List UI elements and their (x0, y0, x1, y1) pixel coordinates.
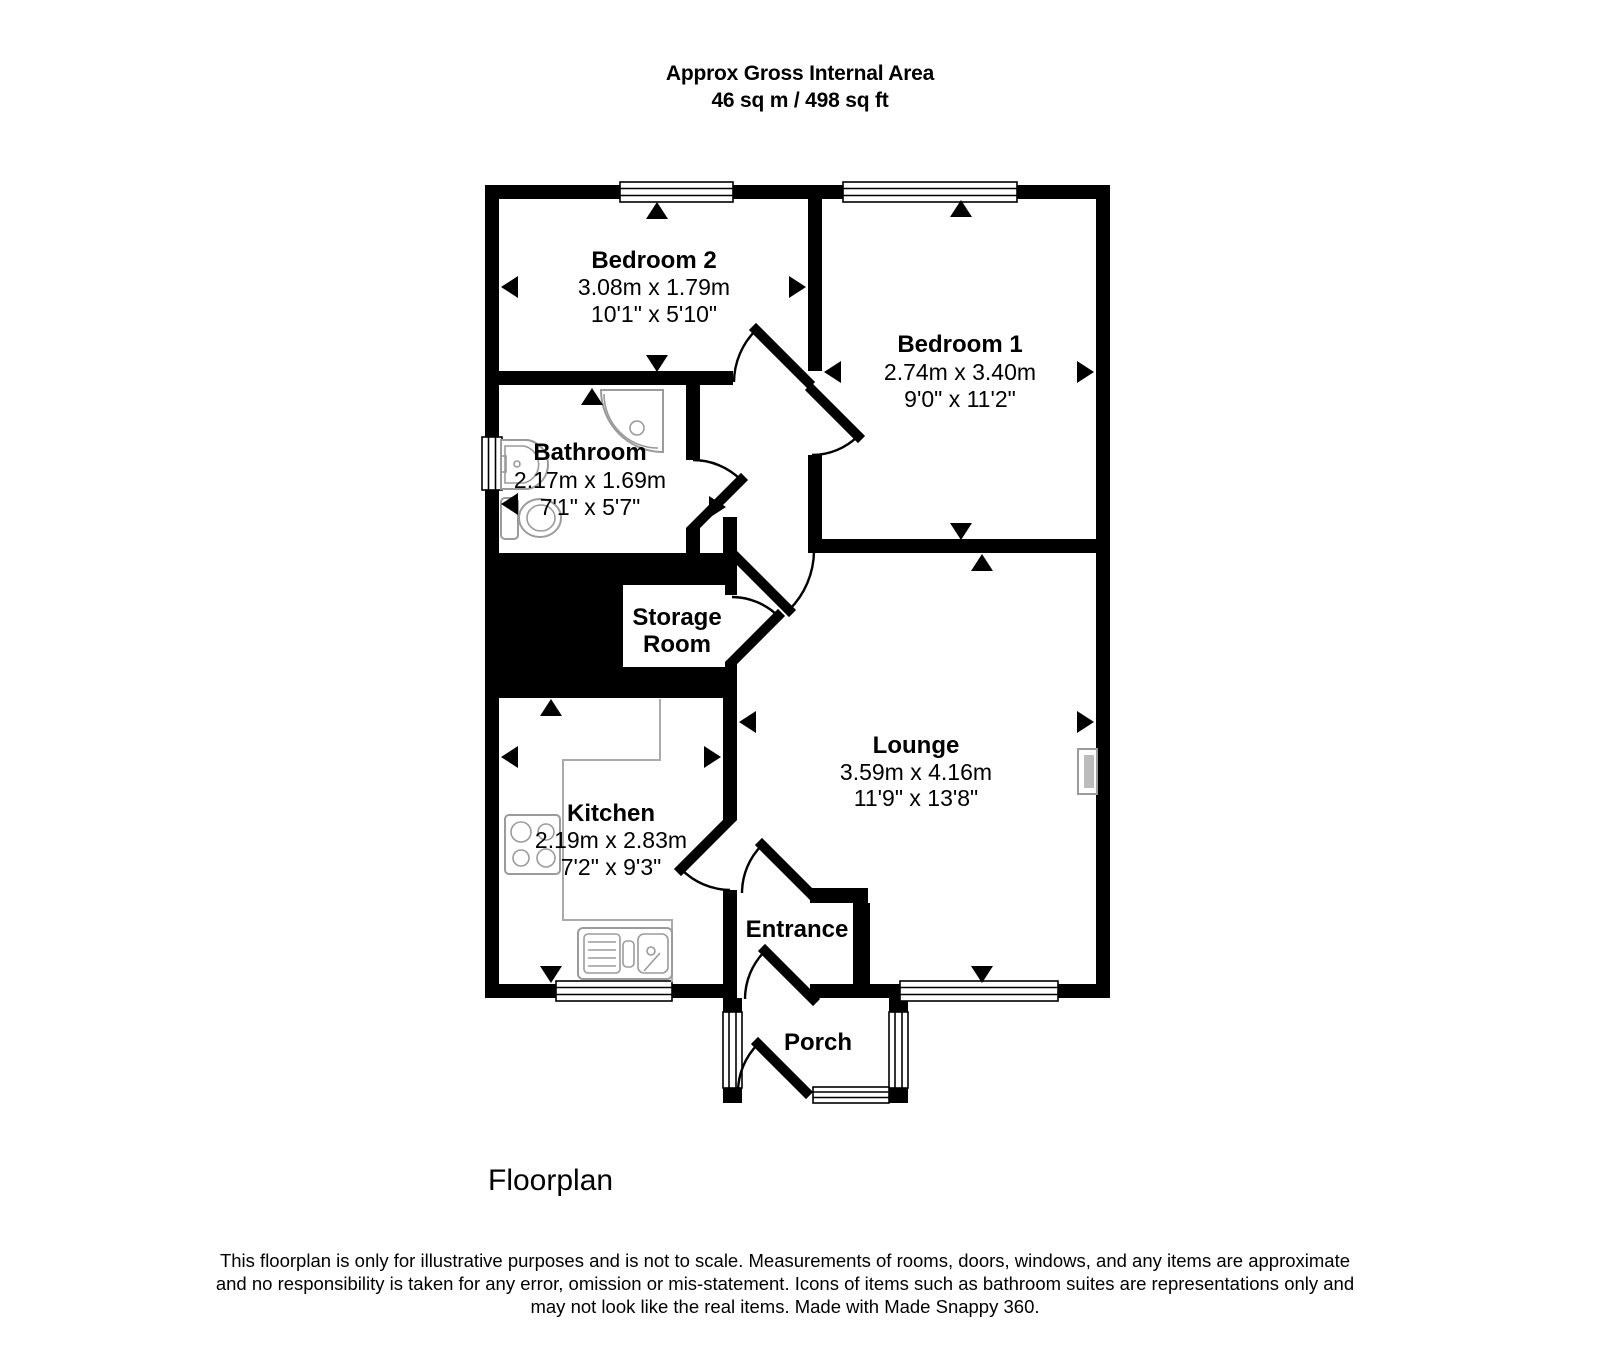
radiator-icon (1077, 748, 1098, 795)
wall-left (485, 185, 499, 998)
arrow-down-icon (582, 554, 604, 571)
room-dim-imperial-kitchen: 7'2" x 9'3" (561, 854, 662, 880)
fixtures (500, 389, 1098, 982)
labels: Approx Gross Internal Area 46 sq m / 498… (216, 62, 1354, 1317)
room-label-kitchen: Kitchen (567, 800, 655, 827)
page-title-line1: Approx Gross Internal Area (666, 62, 935, 85)
room-label-storage-line2: Room (643, 631, 711, 658)
storage-room-floor (623, 585, 725, 667)
wall-right (1096, 185, 1110, 998)
arrow-right-icon (789, 276, 806, 298)
wall-bedroom-divider (808, 199, 822, 371)
windows (481, 181, 1059, 1104)
arrow-left-icon (824, 361, 841, 383)
corner-shower-icon (599, 389, 664, 454)
door-lounge-hall (722, 543, 816, 618)
wall-bathroom-right-lower (686, 528, 700, 555)
storage-door-opening (725, 595, 737, 662)
arrow-right-icon (1077, 711, 1094, 733)
arrow-up-icon (950, 200, 972, 217)
room-label-porch: Porch (784, 1029, 852, 1056)
arrow-right-icon (704, 746, 721, 768)
disclaimer-line1: This floorplan is only for illustrative … (220, 1250, 1350, 1271)
arrow-up-icon (540, 699, 562, 716)
hob-icon (504, 814, 561, 875)
wall-lounge-top (808, 539, 1110, 553)
room-dim-metric-bedroom2: 3.08m x 1.79m (578, 274, 730, 300)
door-porch-entrance (743, 943, 821, 1007)
door-hall-bedroom2 (732, 322, 816, 390)
door-kitchen (673, 812, 738, 892)
wall-bedroom2-bottom (499, 371, 733, 385)
window-bedroom1-icon (842, 181, 1018, 203)
kitchen-sink-icon (577, 927, 673, 980)
arrow-up-icon (581, 388, 603, 405)
arrow-down-icon (950, 523, 972, 540)
arrow-up-icon (646, 202, 668, 219)
room-label-bedroom1: Bedroom 1 (897, 331, 1022, 358)
room-dim-metric-bedroom1: 2.74m x 3.40m (884, 359, 1036, 385)
arrow-left-icon (501, 493, 518, 515)
room-dim-metric-bathroom: 2.17m x 1.69m (514, 467, 666, 493)
room-dim-imperial-bedroom1: 9'0" x 11'2" (904, 386, 1016, 412)
openings (623, 585, 813, 1103)
arrow-up-icon (971, 554, 993, 571)
page-title-line2: 46 sq m / 498 sq ft (711, 89, 888, 112)
wall-bathroom-right-upper (686, 385, 700, 460)
room-dim-metric-lounge: 3.59m x 4.16m (840, 759, 992, 785)
arrow-down-icon (646, 355, 668, 372)
window-lounge-icon (899, 980, 1059, 1002)
wall-kitchen-right (723, 698, 737, 820)
room-label-storage-line1: Storage (632, 604, 721, 631)
room-dim-imperial-bedroom2: 10'1" x 5'10" (591, 301, 717, 327)
room-dim-imperial-lounge: 11'9" x 13'8" (854, 785, 978, 811)
porch-door-opening (742, 1091, 813, 1103)
room-dim-imperial-bathroom: 7'1" x 5'7" (540, 494, 641, 520)
wash-basin-icon (500, 439, 549, 490)
direction-arrows (501, 200, 1094, 983)
room-label-lounge: Lounge (873, 732, 960, 759)
wall-bedroom1-left-lower (808, 455, 822, 553)
door-porch-outer (736, 1036, 814, 1100)
room-label-bathroom: Bathroom (533, 439, 646, 466)
window-porch-bottom-icon (812, 1086, 890, 1104)
arrow-left-icon (739, 711, 756, 733)
floorplan-caption: Floorplan (488, 1164, 613, 1197)
window-bedroom2-icon (619, 181, 734, 203)
arrow-right-icon (709, 496, 726, 518)
disclaimer-line2: and no responsibility is taken for any e… (216, 1273, 1354, 1294)
arrow-down-icon (540, 966, 562, 983)
room-label-bedroom2: Bedroom 2 (591, 247, 716, 274)
door-bedroom1 (804, 382, 866, 457)
window-porch-left-icon (722, 1011, 743, 1089)
wall-entrance-right (853, 903, 870, 984)
doors (673, 322, 866, 1100)
window-bathroom-icon (481, 436, 503, 491)
wall-hall-stub (723, 517, 737, 557)
disclaimer-line3: may not look like the real items. Made w… (530, 1296, 1039, 1317)
window-kitchen-icon (555, 980, 673, 1002)
arrow-left-icon (501, 276, 518, 298)
room-label-entrance: Entrance (746, 916, 849, 943)
arrow-down-icon (971, 966, 993, 983)
window-porch-right-icon (888, 1011, 909, 1089)
arrow-right-icon (1077, 361, 1094, 383)
room-dim-metric-kitchen: 2.19m x 2.83m (535, 827, 687, 853)
arrow-left-icon (501, 746, 518, 768)
door-storage (724, 595, 786, 670)
wall-entrance-top-right (810, 888, 868, 903)
door-entrance-lounge (740, 837, 818, 901)
wall-entrance-left (723, 890, 737, 998)
